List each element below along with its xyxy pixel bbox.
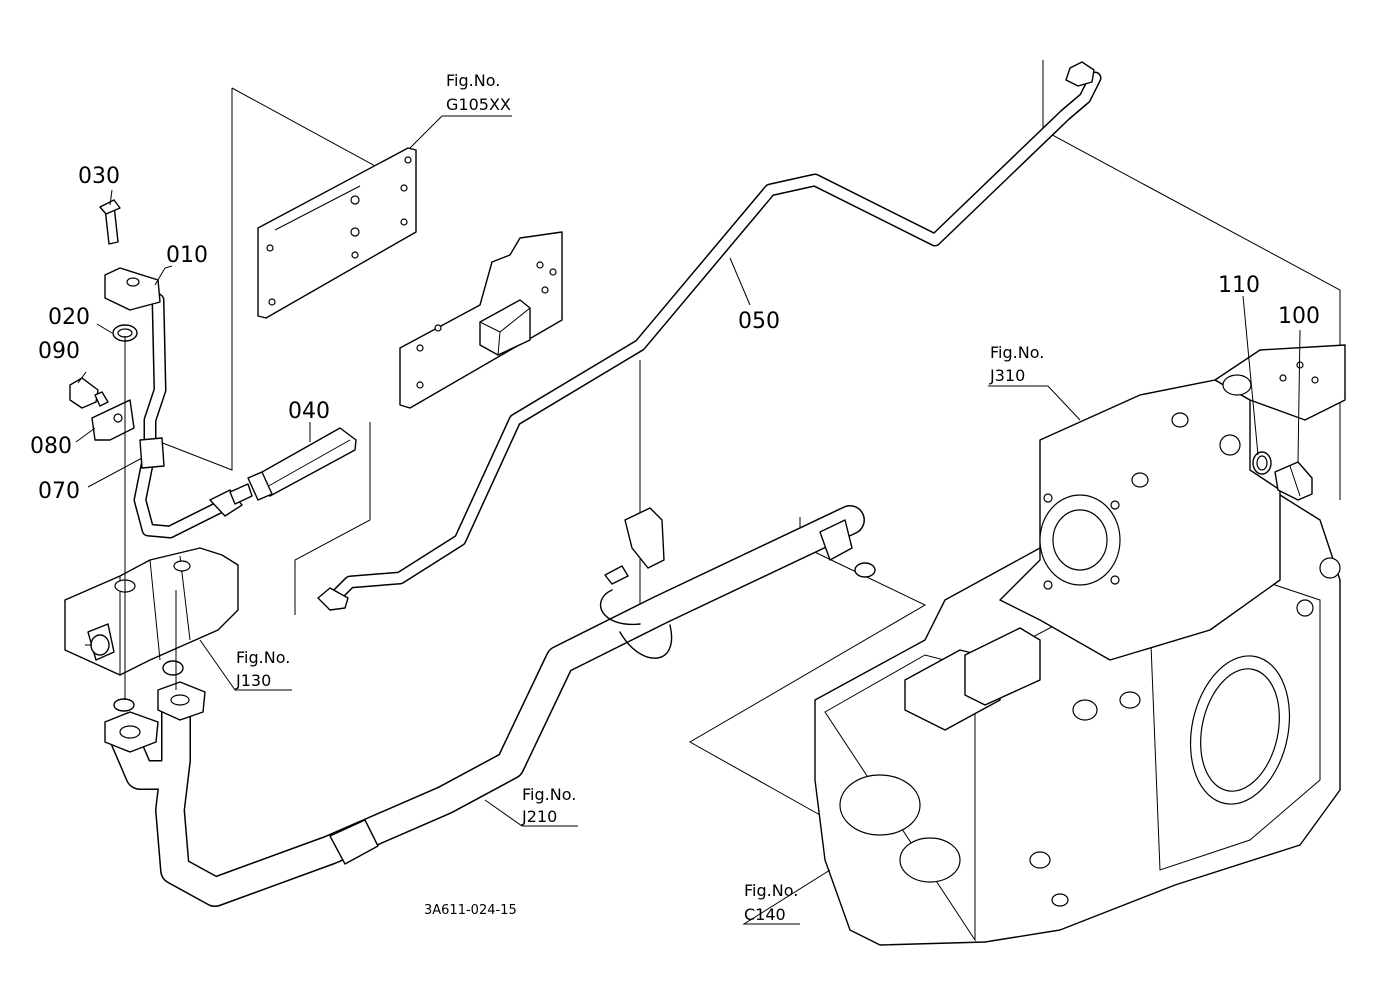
- fitting-090: [69, 377, 109, 409]
- part-numbers: 030 010 020 090 080 070 040 050 110 100: [30, 164, 1320, 504]
- label-090: 090: [38, 339, 80, 364]
- o-ring-110: [1252, 451, 1272, 475]
- flange-030: [99, 199, 161, 342]
- fig-j130-code: J130: [235, 671, 271, 690]
- pump-j130: [64, 547, 239, 712]
- transmission-housing: [814, 344, 1346, 946]
- label-100: 100: [1278, 304, 1320, 329]
- label-080: 080: [30, 434, 72, 459]
- drawing-code: 3A611-024-15: [424, 903, 517, 918]
- label-110: 110: [1218, 273, 1260, 298]
- label-030: 030: [78, 164, 120, 189]
- hose-j210: [104, 505, 876, 907]
- label-010: 010: [166, 243, 208, 268]
- label-040: 040: [288, 399, 330, 424]
- fig-c140-code: C140: [744, 905, 786, 924]
- label-020: 020: [48, 305, 90, 330]
- pipe-050: [317, 61, 1102, 611]
- fig-c140-prefix: Fig.No.: [744, 881, 798, 900]
- label-050: 050: [738, 309, 780, 334]
- g105-plate-assembly: [257, 147, 563, 409]
- figure-references: Fig.No. G105XX Fig.No. J310 Fig.No. J130…: [235, 71, 1044, 924]
- pipe-union-040: [247, 427, 357, 501]
- leader-lines: [75, 115, 1301, 925]
- label-070: 070: [38, 479, 80, 504]
- fig-j130-prefix: Fig.No.: [236, 648, 290, 667]
- clamp-080: [91, 399, 135, 441]
- fig-g105-code: G105XX: [446, 95, 511, 114]
- fig-j310-code: J310: [989, 366, 1025, 385]
- fig-g105-prefix: Fig.No.: [446, 71, 500, 90]
- pipe-010: [133, 283, 253, 539]
- fig-j210-code: J210: [521, 807, 557, 826]
- fig-j310-prefix: Fig.No.: [990, 343, 1044, 362]
- fig-j210-prefix: Fig.No.: [522, 785, 576, 804]
